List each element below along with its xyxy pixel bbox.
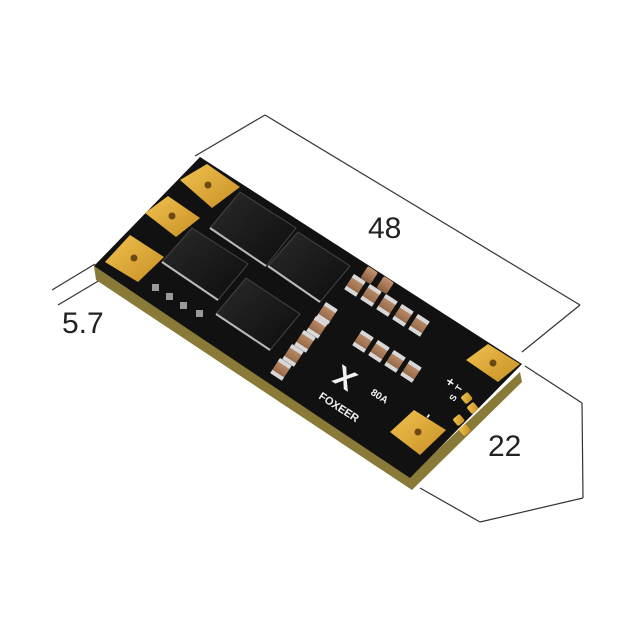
mosfet-3: [267, 231, 351, 303]
dimension-width: 22: [419, 365, 584, 523]
capacitors-middle: [352, 330, 422, 383]
mosfets: [161, 191, 351, 351]
mosfet-4: [215, 277, 301, 351]
mosfet-2: [161, 227, 249, 301]
dimension-length: 48: [194, 114, 581, 353]
signal-pads: [453, 392, 479, 436]
mosfet-1: [209, 191, 297, 267]
pad-s-label: S: [447, 393, 459, 403]
dimension-length-label: 48: [368, 212, 401, 245]
pad-t-label: T: [453, 383, 465, 393]
foxeer-logo-icon: [331, 364, 359, 392]
pads-right: [390, 344, 520, 455]
capacitors-upper: [344, 266, 430, 337]
dimension-height: 5.7: [51, 263, 104, 340]
dimension-height-label: 5.7: [62, 307, 104, 340]
capacitors-lower: [270, 302, 338, 381]
small-components: [152, 284, 203, 317]
pads-left: [105, 164, 240, 282]
dimension-width-label: 22: [488, 430, 521, 463]
